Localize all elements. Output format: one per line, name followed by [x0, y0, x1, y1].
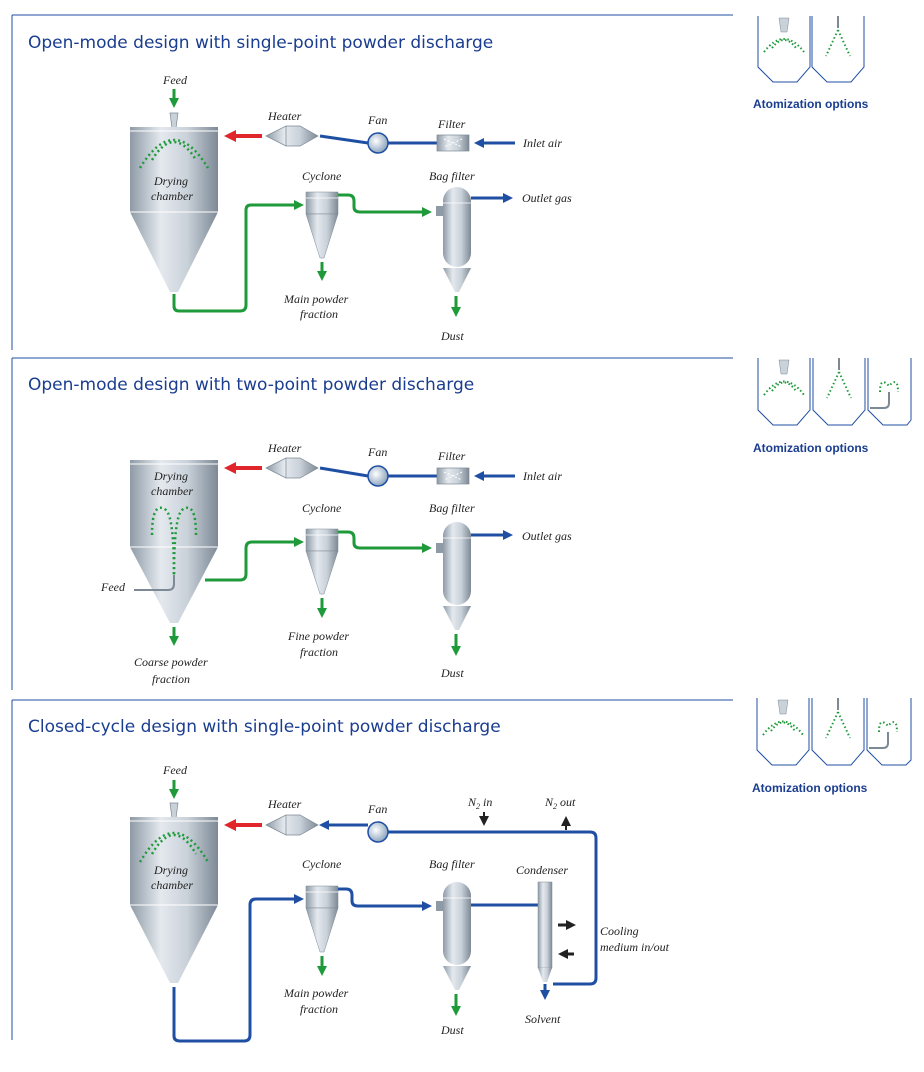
fraction-label: fraction [300, 1002, 338, 1016]
drying-chamber [130, 127, 218, 292]
drying-chamber [130, 817, 218, 983]
section-closed-cycle: Closed-cycle design with single-point po… [11, 698, 912, 1043]
bag-filter [436, 882, 471, 990]
filter-label: Filter [437, 117, 466, 131]
heater [265, 814, 319, 836]
filter [436, 467, 470, 485]
drying-label: Drying [153, 863, 188, 877]
heater-label: Heater [267, 441, 302, 455]
feed-label: Feed [162, 73, 188, 87]
cyclone [305, 885, 339, 953]
chamber-label: chamber [151, 189, 193, 203]
n2-out-label: N2 out [544, 795, 576, 811]
fan-icon [367, 821, 389, 843]
coarse-powder-label: Coarse powder [134, 655, 208, 669]
condenser-label: Condenser [516, 863, 568, 877]
main-powder-label: Main powder [283, 292, 349, 306]
fountain-nozzle-icon [870, 392, 890, 409]
cyclone-label: Cyclone [302, 169, 342, 183]
n2-in-label: N2 in [467, 795, 492, 811]
chamber-label: chamber [151, 484, 193, 498]
bag-filter [436, 187, 471, 292]
cyclone-label: Cyclone [302, 857, 342, 871]
fine-fraction-label: fraction [300, 645, 338, 659]
dust-label: Dust [440, 329, 464, 343]
cyclone-label: Cyclone [302, 501, 342, 515]
section-open-single: Open-mode design with single-point powde… [11, 14, 869, 350]
dust-label: Dust [440, 666, 464, 680]
feed-label: Feed [162, 763, 188, 777]
dust-label: Dust [440, 1023, 464, 1037]
fan-icon [367, 132, 389, 154]
rotary-atomizer-icon [778, 359, 790, 375]
coarse-fraction-label: fraction [152, 672, 190, 686]
drying-chamber [130, 460, 218, 623]
section-title: Open-mode design with single-point powde… [28, 33, 493, 53]
chamber-label: chamber [151, 878, 193, 892]
fan-label: Fan [367, 445, 387, 459]
fan-label: Fan [367, 113, 387, 127]
rotary-atomizer-icon [777, 699, 789, 715]
main-powder-label: Main powder [283, 986, 349, 1000]
section-open-two-point: Open-mode design with two-point powder d… [11, 357, 912, 690]
cyclone [305, 528, 339, 595]
heater-label: Heater [267, 797, 302, 811]
feed-label: Feed [100, 580, 126, 594]
atomization-label: Atomization options [752, 781, 868, 795]
cooling-label: Cooling [600, 924, 639, 938]
atomization-label: Atomization options [753, 441, 869, 455]
fraction-label: fraction [300, 307, 338, 321]
atomization-options [756, 698, 912, 766]
nozzle-icon [169, 802, 179, 819]
section-title: Open-mode design with two-point powder d… [28, 375, 474, 395]
bag-filter-label: Bag filter [429, 169, 475, 183]
solvent-label: Solvent [525, 1012, 561, 1026]
nozzle-icon [169, 112, 179, 129]
fine-powder-label: Fine powder [287, 629, 349, 643]
section-title: Closed-cycle design with single-point po… [28, 717, 501, 737]
atomization-options [757, 16, 865, 83]
medium-label: medium in/out [600, 940, 670, 954]
bag-filter-label: Bag filter [429, 857, 475, 871]
cyclone [305, 191, 339, 259]
atomization-label: Atomization options [753, 97, 869, 111]
atomization-options [757, 358, 912, 426]
outlet-gas-label: Outlet gas [522, 191, 572, 205]
condenser [537, 881, 553, 982]
drying-label: Drying [153, 469, 188, 483]
fan-label: Fan [367, 802, 387, 816]
fan-icon [367, 465, 389, 487]
drying-label: Drying [153, 174, 188, 188]
inlet-air-label: Inlet air [522, 136, 562, 150]
bag-filter-label: Bag filter [429, 501, 475, 515]
heater [265, 125, 319, 147]
inlet-air-label: Inlet air [522, 469, 562, 483]
bag-filter [436, 522, 471, 630]
heater [265, 457, 319, 479]
outlet-gas-label: Outlet gas [522, 529, 572, 543]
filter [436, 134, 470, 152]
rotary-atomizer-icon [778, 17, 790, 33]
filter-label: Filter [437, 449, 466, 463]
heater-label: Heater [267, 109, 302, 123]
fountain-nozzle-icon [869, 732, 889, 749]
